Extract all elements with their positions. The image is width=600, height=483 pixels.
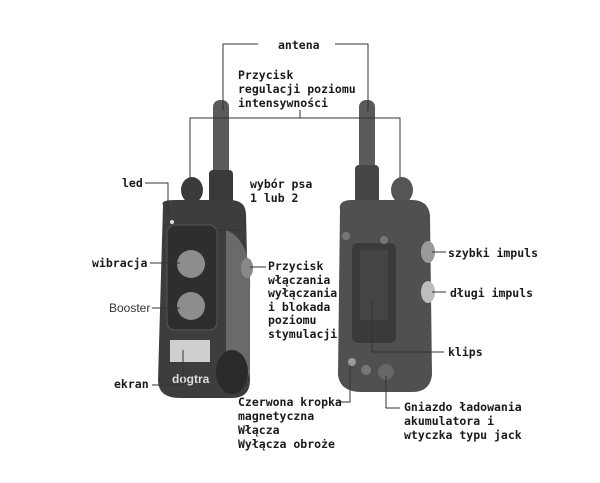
label-line: wtyczka typu jack	[404, 428, 522, 442]
label-line: intensywności	[238, 96, 329, 110]
screen	[170, 340, 210, 362]
power-button	[241, 258, 253, 278]
leader-lines	[145, 43, 446, 409]
vibration-button	[177, 250, 205, 278]
label-line: wyłączania	[268, 286, 338, 300]
label-line: i blokada	[268, 299, 331, 314]
front-transmitter: dogtra	[158, 100, 253, 398]
label-screen: ekran	[114, 377, 149, 391]
label-antenna: antena	[278, 38, 320, 52]
charging-port	[378, 364, 394, 380]
back-transmitter	[338, 100, 435, 392]
label-line: poziomu	[268, 313, 317, 327]
label-line: stymulacji	[268, 326, 338, 341]
label-booster: Booster	[109, 301, 151, 315]
label-line: 1 lub 2	[250, 191, 299, 205]
long-pulse-button	[421, 281, 435, 303]
label-line: Włącza	[238, 423, 280, 437]
magnetic-dot	[348, 358, 356, 366]
label-line: Czerwona kropka	[238, 395, 342, 409]
label-line: Wyłącza obroże	[238, 437, 335, 451]
label-line: magnetyczna	[238, 409, 315, 423]
label-clip: klips	[448, 345, 483, 359]
front-intensity-knob	[181, 177, 203, 203]
label-vibration: wibracja	[92, 256, 148, 270]
label-line: Gniazdo ładowania	[404, 400, 522, 414]
label-line: akumulatora i	[404, 414, 495, 428]
label-line: włączania	[268, 272, 331, 287]
label-line: Przycisk	[238, 68, 294, 82]
label-fast-pulse: szybki impuls	[448, 246, 539, 260]
led	[170, 220, 174, 224]
label-long-pulse: długi impuls	[450, 286, 534, 300]
booster-button	[177, 292, 205, 320]
fast-pulse-button	[421, 241, 435, 263]
label-led: led	[122, 176, 143, 190]
back-intensity-knob	[391, 177, 413, 203]
label-line: regulacji poziomu	[238, 82, 356, 96]
label-line: wybór psa	[250, 177, 313, 191]
brand-logo: dogtra	[172, 372, 210, 386]
label-line: Przycisk	[268, 259, 324, 273]
